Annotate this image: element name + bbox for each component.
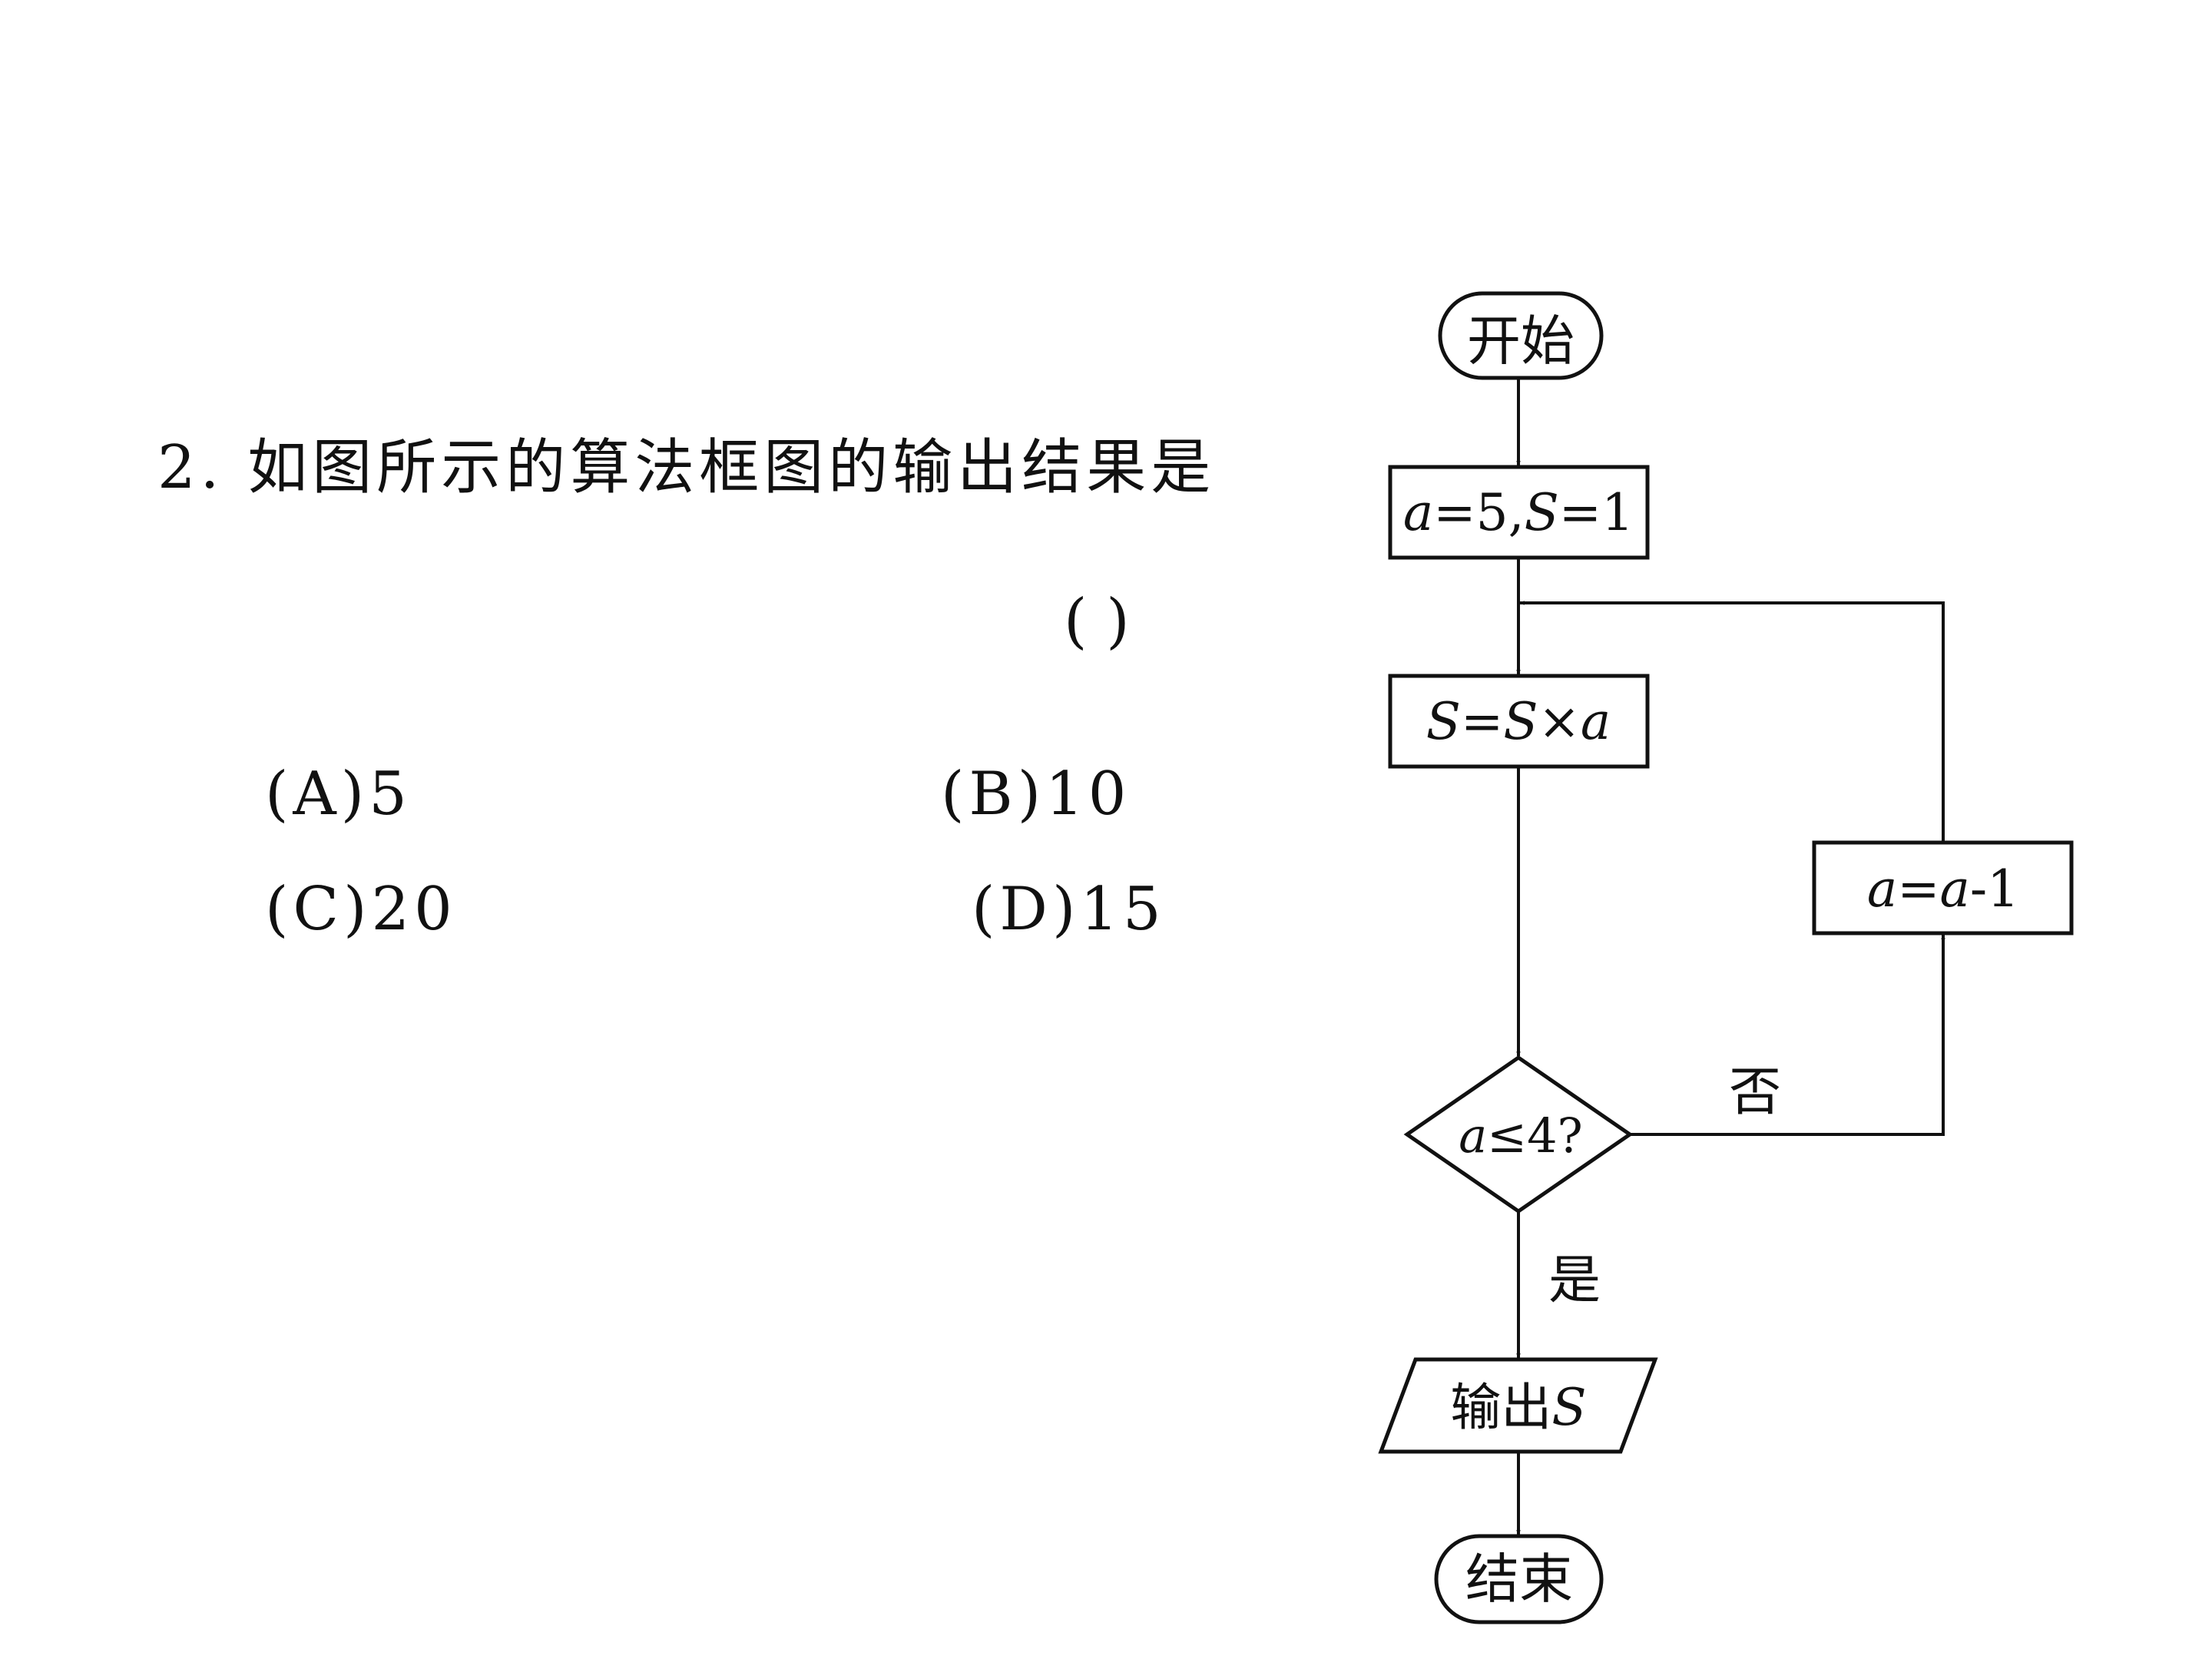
start-terminal [1438,291,1604,380]
output-label: 输出S [1450,1378,1586,1437]
option-c[interactable]: (C)20 [265,875,457,944]
yes-label: 是 [1548,1250,1601,1311]
answer-blank: ( ) [1064,587,1130,656]
decision-label: a≤4? [1459,1108,1583,1164]
option-d[interactable]: (D)15 [972,875,1166,944]
start-label: 开始 [1467,310,1575,373]
output-parallelogram [1378,1357,1658,1454]
option-b[interactable]: (B)10 [941,760,1131,829]
process-label: S=S×a [1426,692,1611,751]
question-stem: 2. 如图所示的算法框图的输出结果是 [157,433,1216,502]
option-a[interactable]: (A)5 [265,760,412,829]
no-label: 否 [1729,1062,1781,1123]
end-terminal [1434,1534,1604,1624]
arrow-update-loop [1520,601,1945,843]
end-label: 结束 [1465,1548,1573,1611]
arrow-decision-update [1630,935,1945,1136]
update-label: a=a-1 [1867,859,2019,919]
init-label: a=5,S=1 [1403,483,1634,542]
